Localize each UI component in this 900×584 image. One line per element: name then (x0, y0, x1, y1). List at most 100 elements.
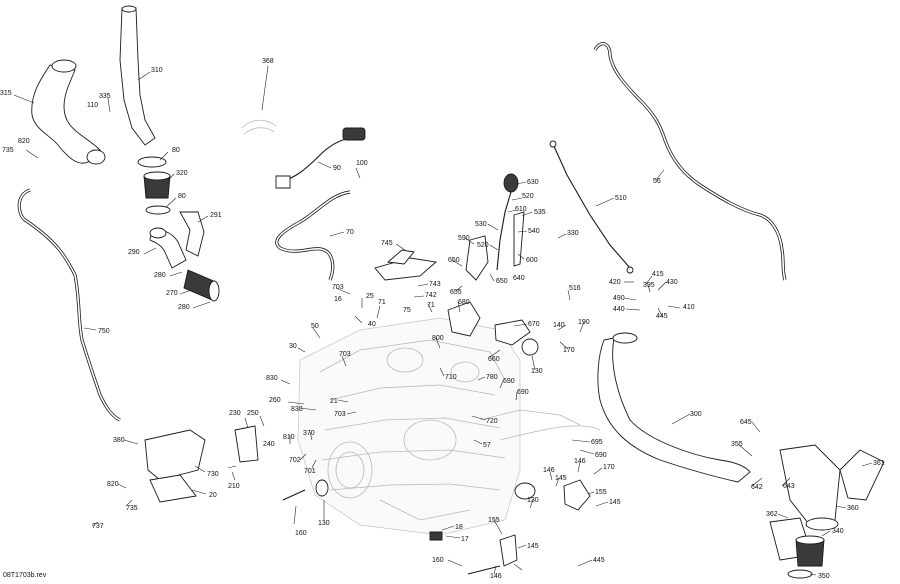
callout-520-lower: 520 (477, 242, 489, 249)
callout-335: 335 (99, 93, 111, 100)
callout-labels: 315 310 335 110 820 735 80 320 80 291 29… (0, 58, 885, 580)
callout-720: 720 (486, 418, 498, 425)
callout-16: 16 (334, 296, 342, 303)
cable-56 (593, 42, 787, 281)
callout-190: 190 (578, 319, 590, 326)
callout-750: 750 (98, 328, 110, 335)
callout-737: 737 (92, 523, 104, 530)
callout-130-mid: 130 (531, 368, 543, 375)
callout-660: 660 (488, 356, 500, 363)
callout-17: 17 (461, 536, 469, 543)
callout-710: 710 (445, 374, 457, 381)
callout-320: 320 (176, 170, 188, 177)
callout-735-lower: 735 (126, 505, 138, 512)
callout-155-right: 155 (595, 489, 607, 496)
callout-430: 430 (666, 279, 678, 286)
callout-330: 330 (567, 230, 579, 237)
callout-830-upper: 830 (266, 375, 278, 382)
shift-linkage (447, 173, 539, 500)
callout-640: 640 (513, 275, 525, 282)
callout-140: 140 (553, 322, 565, 329)
callout-645: 645 (740, 419, 752, 426)
callout-590: 590 (458, 235, 470, 242)
callout-70: 70 (346, 229, 354, 236)
callout-415: 415 (652, 271, 664, 278)
callout-280-lower: 280 (178, 304, 190, 311)
callout-20: 20 (209, 492, 217, 499)
callout-703-mid: 703 (339, 351, 351, 358)
callout-315: 315 (0, 90, 12, 97)
bracket-730 (144, 429, 206, 481)
callout-260: 260 (269, 397, 281, 404)
callout-642: 642 (751, 484, 763, 491)
callout-420: 420 (609, 279, 621, 286)
callout-690-lower: 690 (595, 452, 607, 459)
callout-100: 100 (356, 160, 368, 167)
callout-800: 800 (432, 335, 444, 342)
bracket-745 (374, 249, 438, 281)
callout-510: 510 (615, 195, 627, 202)
callout-535: 535 (534, 209, 546, 216)
callout-703-top: 703 (332, 284, 344, 291)
callout-530: 530 (475, 221, 487, 228)
callout-701: 701 (304, 468, 316, 475)
shield-361 (839, 449, 885, 501)
callout-743: 743 (429, 281, 441, 288)
callout-830-lower: 830 (291, 406, 303, 413)
callout-230: 230 (229, 410, 241, 417)
callout-380: 380 (113, 437, 125, 444)
callout-80-upper: 80 (172, 147, 180, 154)
callout-742: 742 (425, 292, 437, 299)
callout-90: 90 (333, 165, 341, 172)
callout-71-left: 71 (378, 299, 386, 306)
callout-516: 516 (569, 285, 581, 292)
callout-362: 362 (766, 511, 778, 518)
callout-250: 250 (247, 410, 259, 417)
callout-80-lower: 80 (178, 193, 186, 200)
callout-355: 355 (731, 441, 743, 448)
callout-735-upper: 735 (2, 147, 14, 154)
callout-670: 670 (528, 321, 540, 328)
clamp-350 (787, 569, 813, 579)
callout-270: 270 (166, 290, 178, 297)
callout-820-lower: 820 (107, 481, 119, 488)
callout-155-lower: 155 (488, 517, 500, 524)
callout-655: 655 (450, 289, 462, 296)
hose-750 (17, 188, 121, 422)
callout-130-lower: 130 (527, 497, 539, 504)
callout-445-lower: 445 (593, 557, 605, 564)
callout-25: 25 (366, 293, 374, 300)
callout-810: 810 (283, 434, 295, 441)
callout-703-lower: 703 (334, 411, 346, 418)
callout-170-lower: 170 (603, 464, 615, 471)
callout-160-left: 160 (295, 530, 307, 537)
callout-50: 50 (311, 323, 319, 330)
callout-240: 240 (263, 441, 275, 448)
callout-160-lower: 160 (432, 557, 444, 564)
callout-310: 310 (151, 67, 163, 74)
callout-71-right: 71 (427, 302, 435, 309)
reference-code: 08T1703b.rev (3, 572, 47, 579)
callout-368: 368 (262, 58, 274, 65)
callout-291: 291 (210, 212, 222, 219)
bolt-160-lower (467, 534, 518, 575)
callout-445-right: 445 (656, 313, 668, 320)
bolt-160-left (282, 479, 329, 501)
coupler-340 (795, 535, 825, 567)
callout-280-upper: 280 (154, 272, 166, 279)
callout-146-right: 146 (574, 458, 586, 465)
engine-block (297, 317, 601, 536)
elbow-291 (179, 211, 205, 257)
callout-730: 730 (207, 471, 219, 478)
callout-745: 745 (381, 240, 393, 247)
callout-680: 680 (458, 299, 470, 306)
coupler-270 (183, 269, 220, 302)
cable-70 (275, 190, 351, 281)
bolt-17 (429, 531, 443, 541)
coupler-320 (143, 171, 171, 199)
callout-145-lower: 145 (527, 543, 539, 550)
callout-643: 643 (783, 483, 795, 490)
elbow-290 (149, 227, 187, 269)
